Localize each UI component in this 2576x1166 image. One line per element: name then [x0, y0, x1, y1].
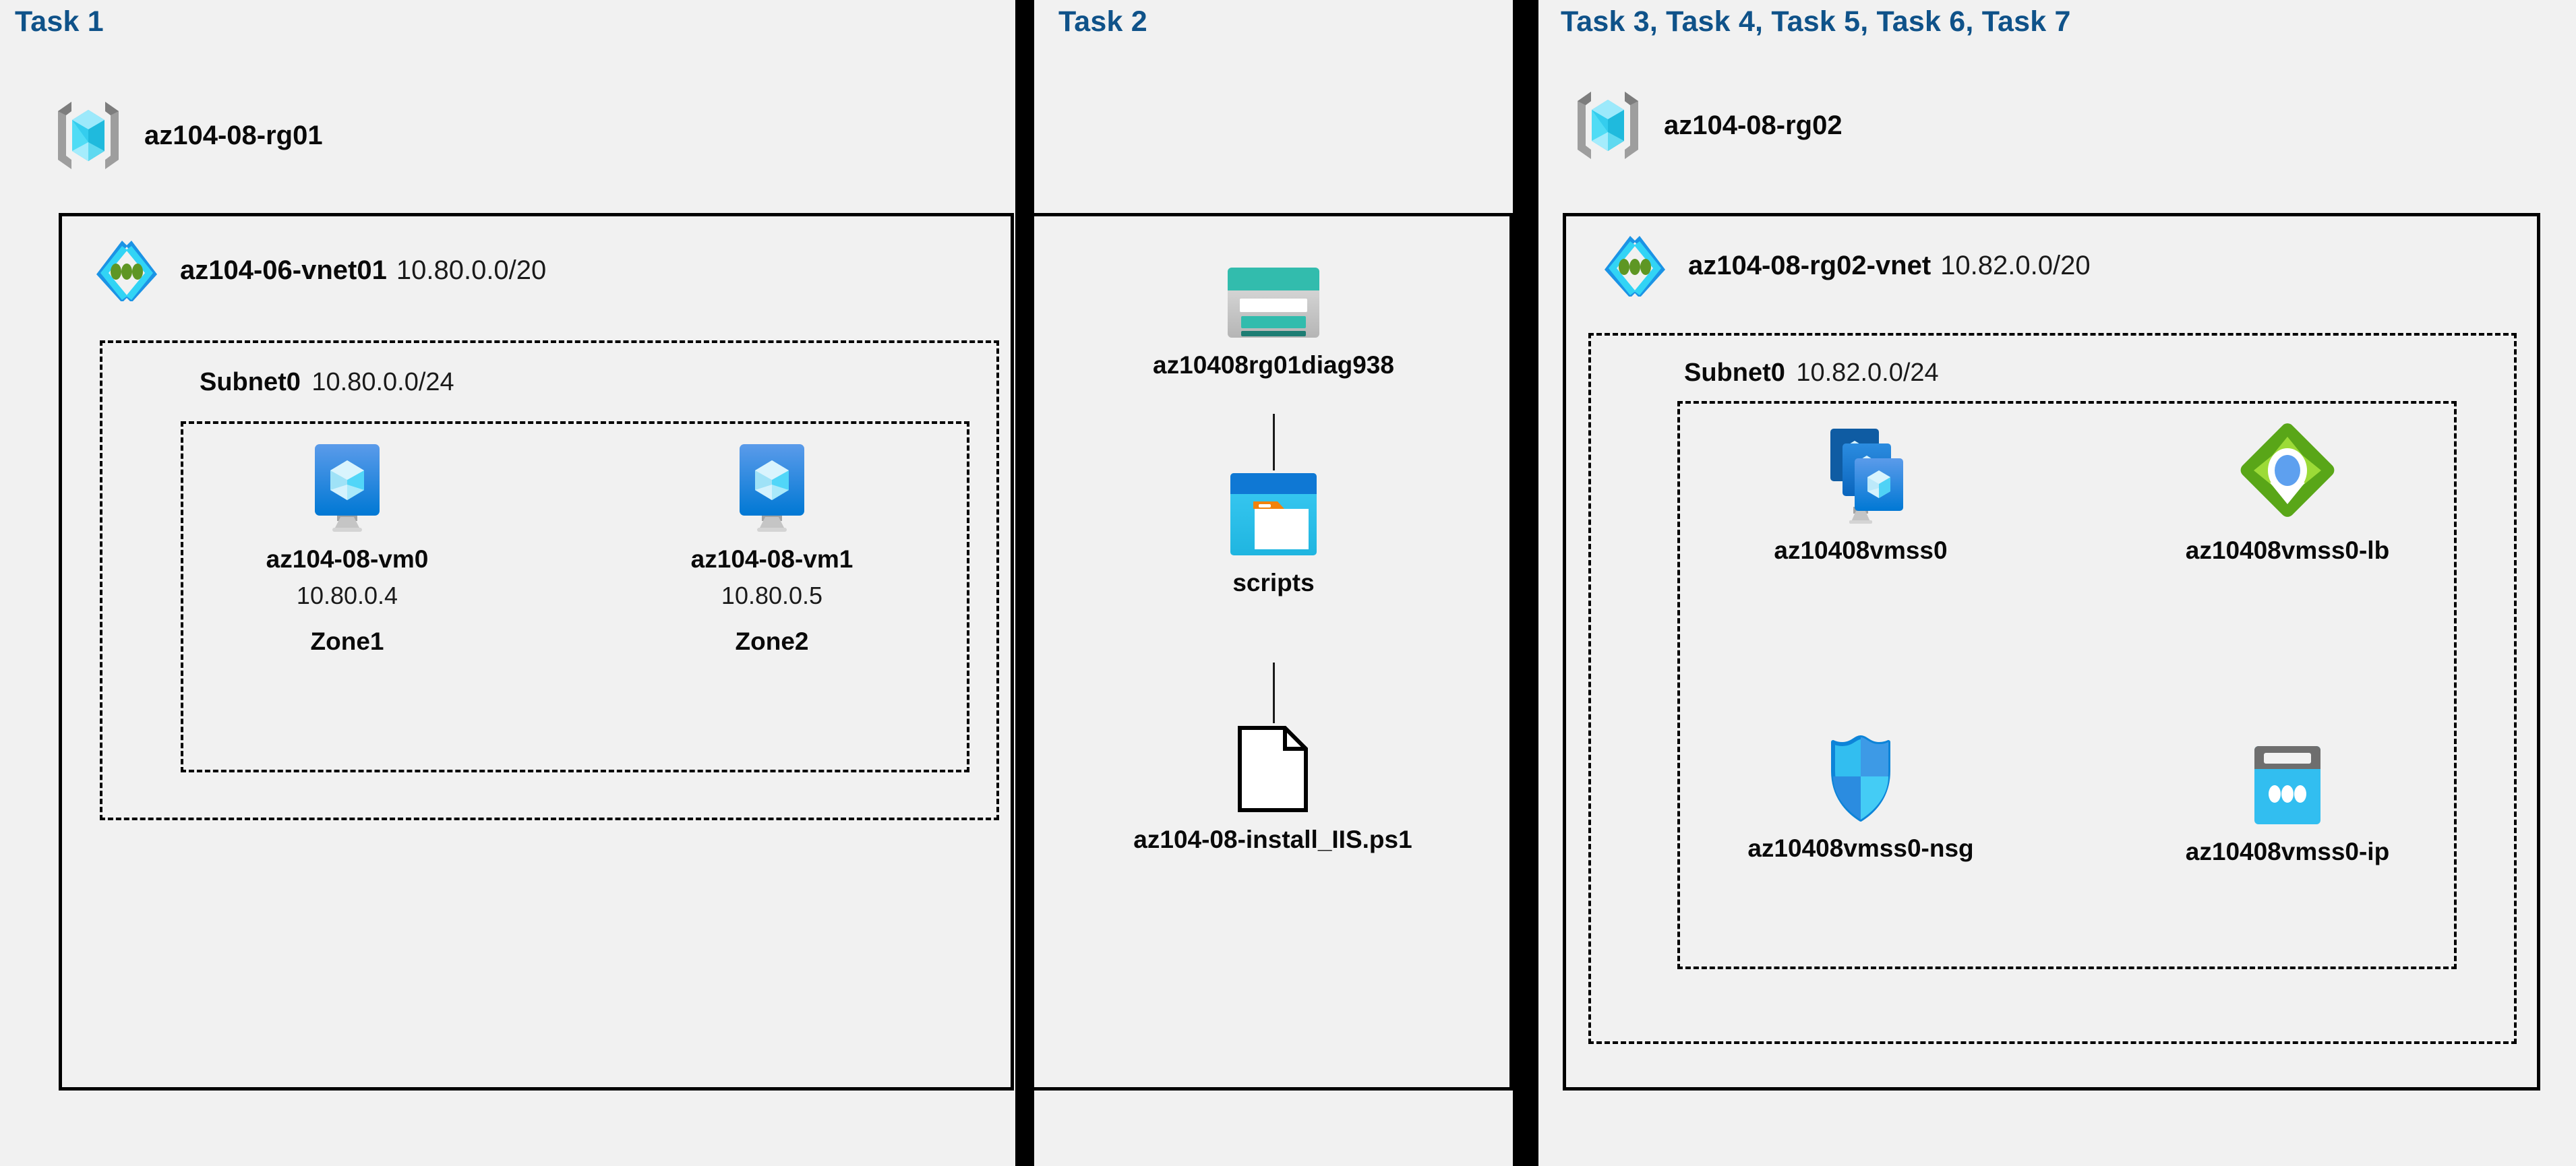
task1-title: Task 1 — [15, 5, 104, 38]
script-file-icon — [1236, 725, 1309, 814]
task3-subnet-cidr: 10.82.0.0/24 — [1796, 359, 1939, 387]
task1-vm0[interactable]: az104-08-vm0 10.80.0.4 Zone1 — [266, 441, 428, 656]
connector-scripts-to-file — [1273, 663, 1275, 723]
task3-subnet-box — [1588, 333, 2517, 1044]
resource-group-icon — [1571, 88, 1645, 163]
task1-vm1-ip: 10.80.0.5 — [721, 582, 823, 609]
task3-load-balancer-label: az10408vmss0-lb — [2185, 536, 2390, 564]
task2-blob-container[interactable]: scripts — [1206, 472, 1341, 597]
task3-resource-group: az104-08-rg02 — [1571, 88, 1843, 163]
task1-vm0-ip: 10.80.0.4 — [296, 582, 398, 609]
task1-subnet-label: Subnet0 — [200, 368, 301, 396]
task3-public-ip-label: az10408vmss0-ip — [2185, 838, 2390, 865]
virtual-network-icon — [1599, 235, 1671, 297]
task1-vm0-label: az104-08-vm0 — [266, 545, 429, 573]
task2-title: Task 2 — [1058, 5, 1147, 38]
task1-subnet-box — [100, 340, 999, 820]
task3-resource-group-label: az104-08-rg02 — [1664, 110, 1843, 140]
task2-storage-account[interactable]: az10408rg01diag938 — [1153, 266, 1394, 379]
task1-vnet-box — [59, 213, 1014, 1091]
connector-storage-to-scripts — [1273, 414, 1275, 470]
task1-resource-group: az104-08-rg01 — [51, 98, 323, 173]
virtual-network-icon — [91, 239, 162, 301]
task1-vm1-label: az104-08-vm1 — [690, 545, 853, 573]
task1-vm0-zone: Zone1 — [310, 627, 384, 655]
task1-vnet-cidr: 10.80.0.0/20 — [396, 255, 547, 285]
virtual-machine-icon — [307, 441, 388, 533]
resource-group-icon — [51, 98, 125, 173]
task1-resource-group-label: az104-08-rg01 — [144, 120, 323, 150]
task3-resource-box — [1677, 401, 2457, 969]
task2-content-box — [1034, 213, 1513, 1091]
task3-vm-scale-set-label: az10408vmss0 — [1774, 536, 1948, 564]
task3-network-security-group-label: az10408vmss0-nsg — [1747, 834, 1974, 862]
task3-public-ip[interactable]: az10408vmss0-ip — [2122, 745, 2453, 866]
load-balancer-icon — [2234, 417, 2341, 524]
public-ip-address-icon — [2253, 745, 2322, 826]
task3-title: Task 3, Task 4, Task 5, Task 6, Task 7 — [1561, 5, 2071, 38]
blob-container-icon — [1229, 472, 1318, 557]
task2-script-file[interactable]: az104-08-install_IIS.ps1 — [1116, 725, 1430, 854]
storage-account-icon — [1226, 266, 1321, 339]
task3-subnet-header: Subnet0 10.82.0.0/24 — [1684, 359, 1939, 388]
panel-separator-1 — [1015, 0, 1034, 1166]
task1-vm1-zone: Zone2 — [735, 627, 809, 655]
task2-script-file-label: az104-08-install_IIS.ps1 — [1133, 826, 1412, 853]
task3-vnet-header: az104-08-rg02-vnet 10.82.0.0/20 — [1599, 235, 2091, 297]
task3-vnet-cidr: 10.82.0.0/20 — [1940, 250, 2091, 280]
task3-subnet-label: Subnet0 — [1684, 359, 1785, 387]
panel-separator-2 — [1513, 0, 1538, 1166]
task1-vm1[interactable]: az104-08-vm1 10.80.0.5 Zone2 — [691, 441, 853, 656]
task2-blob-container-label: scripts — [1232, 569, 1315, 596]
task1-subnet-cidr: 10.80.0.0/24 — [311, 368, 454, 396]
task1-vnet-label: az104-06-vnet01 — [180, 255, 387, 285]
virtual-machine-icon — [731, 441, 812, 533]
task1-vnet-header: az104-06-vnet01 10.80.0.0/20 — [91, 239, 546, 301]
task3-load-balancer[interactable]: az10408vmss0-lb — [2122, 417, 2453, 565]
vm-scale-set-icon — [1810, 425, 1911, 524]
task3-vnet-label: az104-08-rg02-vnet — [1688, 250, 1931, 280]
task3-vm-scale-set[interactable]: az10408vmss0 — [1696, 425, 2026, 565]
network-security-group-icon — [1825, 735, 1896, 822]
task1-subnet-header: Subnet0 10.80.0.0/24 — [200, 368, 454, 397]
task3-vnet-box — [1563, 213, 2540, 1091]
task1-zone-box — [181, 421, 969, 772]
task3-network-security-group[interactable]: az10408vmss0-nsg — [1696, 735, 2026, 863]
task2-storage-account-label: az10408rg01diag938 — [1153, 351, 1394, 379]
